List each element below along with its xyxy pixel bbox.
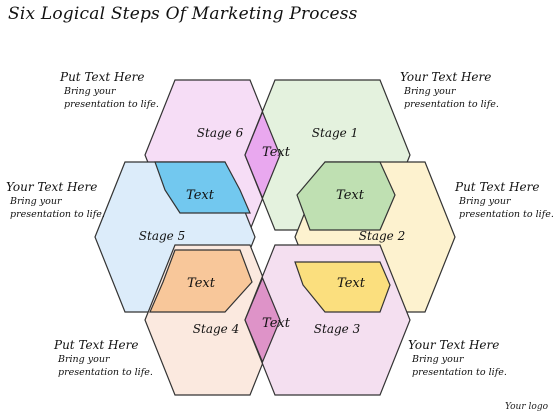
overlap-upper-left-label: Text bbox=[186, 188, 215, 203]
note-body: presentation to life. bbox=[64, 99, 159, 110]
stage-4-label: Stage 4 bbox=[193, 322, 239, 336]
overlap-bottom bbox=[244, 276, 281, 364]
overlap-top bbox=[244, 110, 281, 200]
note-heading: Your Text Here bbox=[400, 70, 492, 84]
note-body: Bring your bbox=[459, 196, 511, 207]
note-top-right: Your Text Here Bring your presentation t… bbox=[400, 70, 550, 111]
note-heading: Your Text Here bbox=[408, 338, 500, 352]
overlap-top-label: Text bbox=[262, 145, 291, 160]
note-heading: Put Text Here bbox=[60, 70, 145, 84]
stage-2-label: Stage 2 bbox=[359, 229, 405, 243]
overlap-lower-left bbox=[149, 249, 253, 313]
note-body: Bring your bbox=[412, 354, 464, 365]
stage-1-label: Stage 1 bbox=[312, 126, 358, 140]
overlap-upper-right-label: Text bbox=[336, 188, 365, 203]
note-body: presentation to life. bbox=[58, 367, 153, 378]
note-body: presentation to life. bbox=[404, 99, 499, 110]
overlap-lower-right-label: Text bbox=[337, 276, 366, 291]
note-body: Bring your bbox=[58, 354, 110, 365]
overlap-upper-left bbox=[154, 161, 251, 214]
note-heading: Your Text Here bbox=[6, 180, 98, 194]
note-body: presentation to life. bbox=[10, 209, 105, 220]
note-bottom-left: Put Text Here Bring your presentation to… bbox=[54, 338, 204, 379]
overlap-lower-left-label: Text bbox=[187, 276, 216, 291]
stage-3-label: Stage 3 bbox=[314, 322, 361, 336]
note-body: Bring your bbox=[10, 196, 62, 207]
note-heading: Put Text Here bbox=[54, 338, 139, 352]
slide-title: Six Logical Steps Of Marketing Process bbox=[8, 4, 358, 24]
overlap-upper-right bbox=[296, 161, 396, 231]
overlap-bottom-label: Text bbox=[262, 316, 291, 331]
note-body: Bring your bbox=[64, 86, 116, 97]
note-body: Bring your bbox=[404, 86, 456, 97]
note-top-left: Put Text Here Bring your presentation to… bbox=[60, 70, 210, 111]
note-bottom-right: Your Text Here Bring your presentation t… bbox=[408, 338, 548, 379]
stage-6-label: Stage 6 bbox=[197, 126, 244, 140]
note-mid-left: Your Text Here Bring your presentation t… bbox=[6, 180, 156, 221]
overlap-lower-right bbox=[294, 261, 391, 313]
note-heading: Put Text Here bbox=[455, 180, 540, 194]
note-body: presentation to life. bbox=[412, 367, 507, 378]
note-mid-right: Put Text Here Bring your presentation to… bbox=[455, 180, 555, 221]
logo-placeholder: Your logo bbox=[504, 402, 548, 412]
note-body: presentation to life. bbox=[459, 209, 554, 220]
stage-5-label: Stage 5 bbox=[139, 229, 185, 243]
